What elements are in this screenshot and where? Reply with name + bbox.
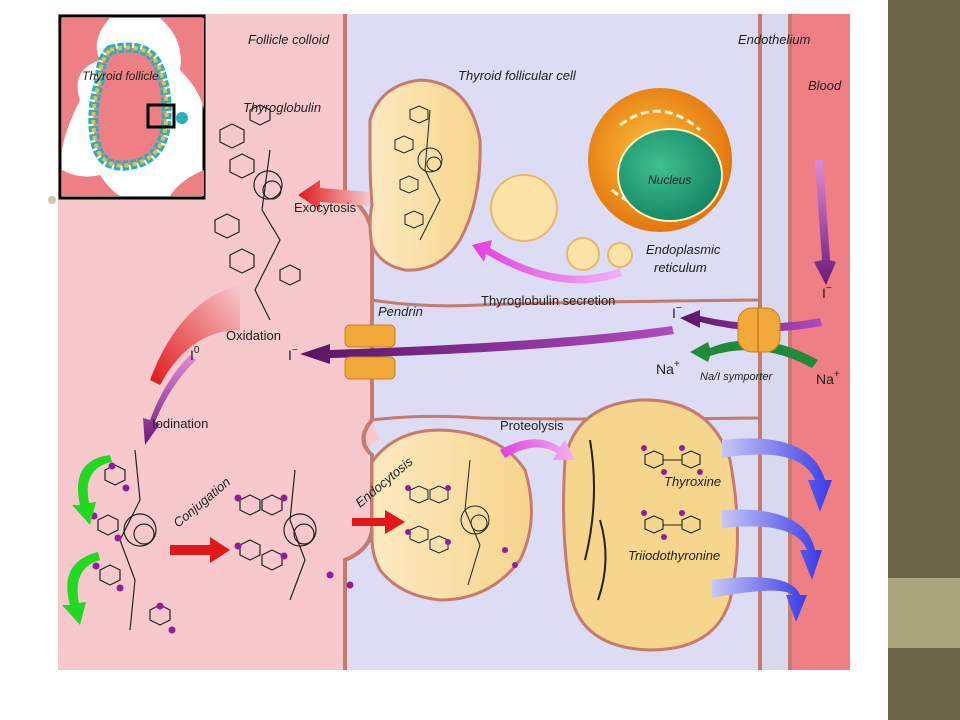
na-i-symporter [737, 307, 781, 353]
label-er-line2: reticulum [654, 260, 707, 275]
ion-iodine: I0 [190, 345, 200, 363]
thyroglobulin-chain-colloid [214, 104, 301, 321]
inset-title: Thyroid follicle [82, 69, 159, 83]
label-thyroglobulin: Thyroglobulin [243, 100, 321, 115]
endocytosis-arrow [352, 510, 405, 534]
endocytosis-vesicle [370, 428, 533, 602]
iodide-blood-arrow [814, 160, 836, 285]
label-follicular-cell: Thyroid follicular cell [458, 68, 577, 83]
label-proteolysis: Proteolysis [500, 418, 564, 433]
iodination-green-arrow-bottom [62, 552, 100, 625]
iodide-to-cell-arrow [680, 310, 822, 332]
iodide-transport-arrow [300, 326, 674, 364]
hormone-release-arrow-3 [712, 577, 807, 622]
iodine-atoms-middle [234, 494, 354, 589]
sodium-arrow [690, 340, 818, 368]
conjugation-arrow [170, 537, 230, 563]
ion-sodium-cell: Na+ [656, 359, 680, 377]
nucleus-group: Nucleus [588, 88, 732, 232]
oxidation-fan [150, 285, 240, 385]
nucleus-label: Nucleus [648, 173, 691, 187]
slide-bullet [48, 196, 56, 204]
slide-side-bar-accent [888, 578, 960, 648]
label-pendrin: Pendrin [378, 304, 423, 319]
ion-sodium-blood: Na+ [816, 369, 840, 387]
label-endothelium: Endothelium [738, 32, 810, 47]
iodinated-chain-endocytosed [409, 459, 490, 586]
label-triiodothyronine: Triiodothyronine [628, 548, 720, 563]
label-oxidation: Oxidation [226, 328, 281, 343]
label-thyroxine: Thyroxine [664, 474, 721, 489]
label-exocytosis: Exocytosis [294, 200, 357, 215]
thyroid-follicle-inset: Thyroid follicle [58, 14, 206, 200]
hormone-molecules [584, 439, 701, 601]
iodine-atoms-hormones [641, 445, 703, 540]
exocytosis-vesicle [368, 78, 482, 272]
label-er-line1: Endoplasmic [646, 242, 721, 257]
oxidation-arrow [143, 355, 196, 445]
iodinated-chain-middle [239, 469, 317, 601]
iodine-atoms-endocytosed [405, 485, 518, 568]
ion-iodide-blood: I− [822, 283, 832, 301]
label-tg-secretion: Thyroglobulin secretion [481, 293, 615, 308]
ion-iodide-cell: I− [672, 303, 682, 321]
iodination-green-arrow-top [72, 455, 112, 525]
label-iodination: Iodination [152, 416, 208, 431]
proteolysis-arrow [500, 439, 575, 460]
secretion-arrow [472, 240, 622, 284]
cell-junction-top [371, 298, 761, 308]
blood-region [790, 14, 850, 670]
proteolysis-vesicle [562, 398, 739, 652]
hormone-release-arrow-2 [722, 509, 822, 580]
label-na-i-symporter: Na/I symporter [700, 371, 773, 383]
exocytosis-arrow [298, 180, 370, 210]
ion-iodide-colloid: I− [288, 345, 298, 363]
hormone-release-arrow-1 [722, 438, 832, 512]
label-blood: Blood [808, 78, 842, 93]
pendrin-transporter [344, 324, 396, 380]
secretory-vesicles [490, 174, 633, 271]
label-follicle-colloid: Follicle colloid [248, 32, 330, 47]
thyroglobulin-chain-vesicle [394, 105, 443, 241]
